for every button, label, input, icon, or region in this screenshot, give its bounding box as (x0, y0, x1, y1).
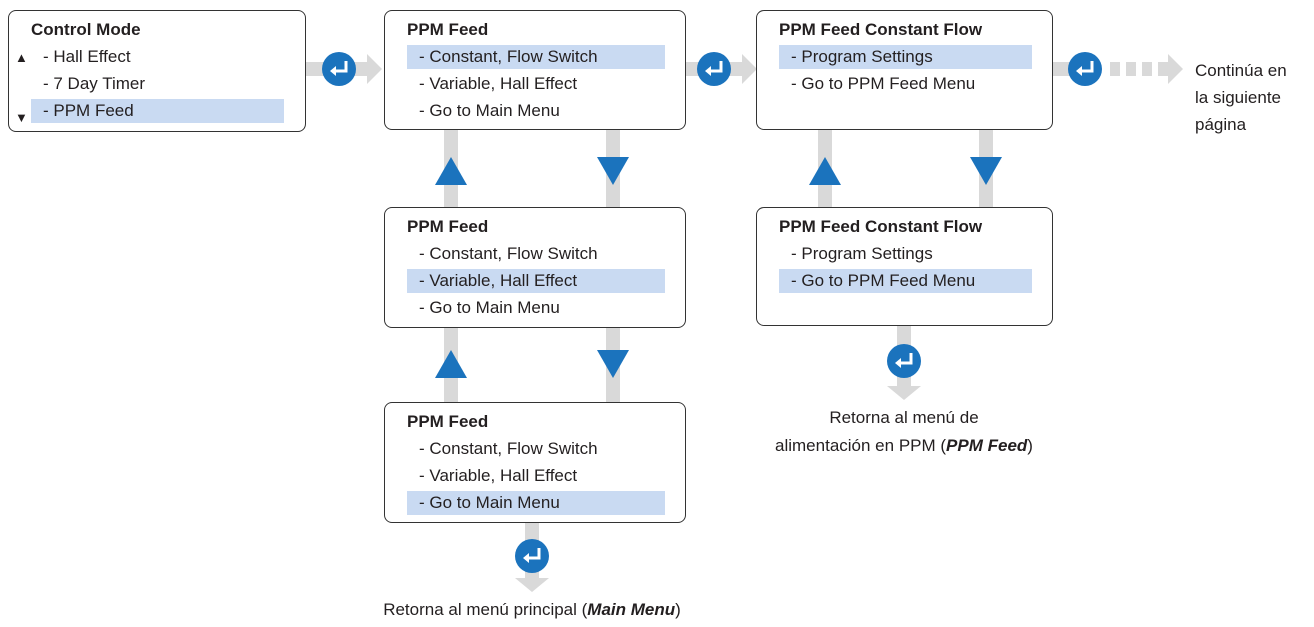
caption-text: Retorna al menú principal ( (383, 600, 588, 619)
menu-item-selected: - Variable, Hall Effect (407, 269, 665, 293)
connector-arrowhead (742, 54, 757, 84)
caption-line: Retorna al menú de (829, 408, 979, 427)
enter-return-icon (1068, 52, 1102, 86)
triangle-down-icon (597, 350, 629, 378)
menu-item-selected: - Program Settings (779, 45, 1032, 69)
menu-item: - Program Settings (791, 244, 933, 263)
ppm-feed-box-2: PPM Feed - Constant, Flow Switch - Varia… (384, 207, 686, 328)
menu-item: - Go to PPM Feed Menu (791, 74, 976, 93)
ppm-feed-box-1: PPM Feed - Constant, Flow Switch - Varia… (384, 10, 686, 130)
triangle-up-icon (435, 350, 467, 378)
box-title: PPM Feed (407, 217, 489, 236)
box-title: PPM Feed Constant Flow (779, 217, 983, 236)
scroll-up-icon: ▲ (15, 50, 28, 65)
caption-line: Continúa en (1195, 61, 1287, 80)
caption-emphasis: PPM Feed (946, 436, 1028, 455)
caption-text: alimentación en PPM ( (775, 436, 947, 455)
connector-arrowhead (367, 54, 382, 84)
enter-return-icon (515, 539, 549, 573)
menu-item: - Variable, Hall Effect (419, 74, 578, 93)
menu-item-selected: - Go to Main Menu (407, 491, 665, 515)
menu-item-selected: - Go to PPM Feed Menu (779, 269, 1032, 293)
control-mode-box: Control Mode - Hall Effect - 7 Day Timer… (8, 10, 306, 132)
menu-item: - Go to Main Menu (419, 298, 560, 317)
box-title: PPM Feed Constant Flow (779, 20, 983, 39)
enter-return-icon (697, 52, 731, 86)
enter-return-icon (322, 52, 356, 86)
constant-flow-box-1: PPM Feed Constant Flow - Program Setting… (756, 10, 1053, 130)
box-title: Control Mode (31, 20, 141, 39)
caption-line: alimentación en PPM (PPM Feed) (744, 432, 1064, 460)
caption-line: la siguiente (1195, 88, 1282, 107)
triangle-up-icon (809, 157, 841, 185)
triangle-up-icon (435, 157, 467, 185)
connector-arrowhead (515, 578, 549, 592)
connector-arrowhead (1168, 54, 1183, 84)
box-title: PPM Feed (407, 20, 489, 39)
ppm-feed-box-3: PPM Feed - Constant, Flow Switch - Varia… (384, 402, 686, 523)
triangle-down-icon (970, 157, 1002, 185)
box-title: PPM Feed (407, 412, 489, 431)
scroll-down-icon: ▼ (15, 110, 28, 125)
constant-flow-box-2: PPM Feed Constant Flow - Program Setting… (756, 207, 1053, 326)
menu-item-selected: - Constant, Flow Switch (407, 45, 665, 69)
caption-text: ) (1027, 436, 1033, 455)
main-return-caption: Retorna al menú principal (Main Menu) (372, 596, 692, 624)
connector-arrowhead (887, 386, 921, 400)
caption-text: ) (675, 600, 681, 619)
enter-return-icon (887, 344, 921, 378)
continue-caption: Continúa en la siguiente página (1195, 57, 1287, 138)
caption-line: página (1195, 115, 1247, 134)
menu-item-selected: - PPM Feed (31, 99, 284, 123)
menu-item: - Constant, Flow Switch (419, 439, 598, 458)
caption-emphasis: Main Menu (587, 600, 676, 619)
menu-item: - Hall Effect (43, 47, 131, 66)
menu-item: - Variable, Hall Effect (419, 466, 578, 485)
menu-item: - Go to Main Menu (419, 101, 560, 120)
ppm-return-caption: Retorna al menú de alimentación en PPM (… (744, 404, 1064, 460)
triangle-down-icon (597, 157, 629, 185)
connector-continue (1050, 62, 1072, 76)
menu-item: - Constant, Flow Switch (419, 244, 598, 263)
menu-item: - 7 Day Timer (43, 74, 146, 93)
